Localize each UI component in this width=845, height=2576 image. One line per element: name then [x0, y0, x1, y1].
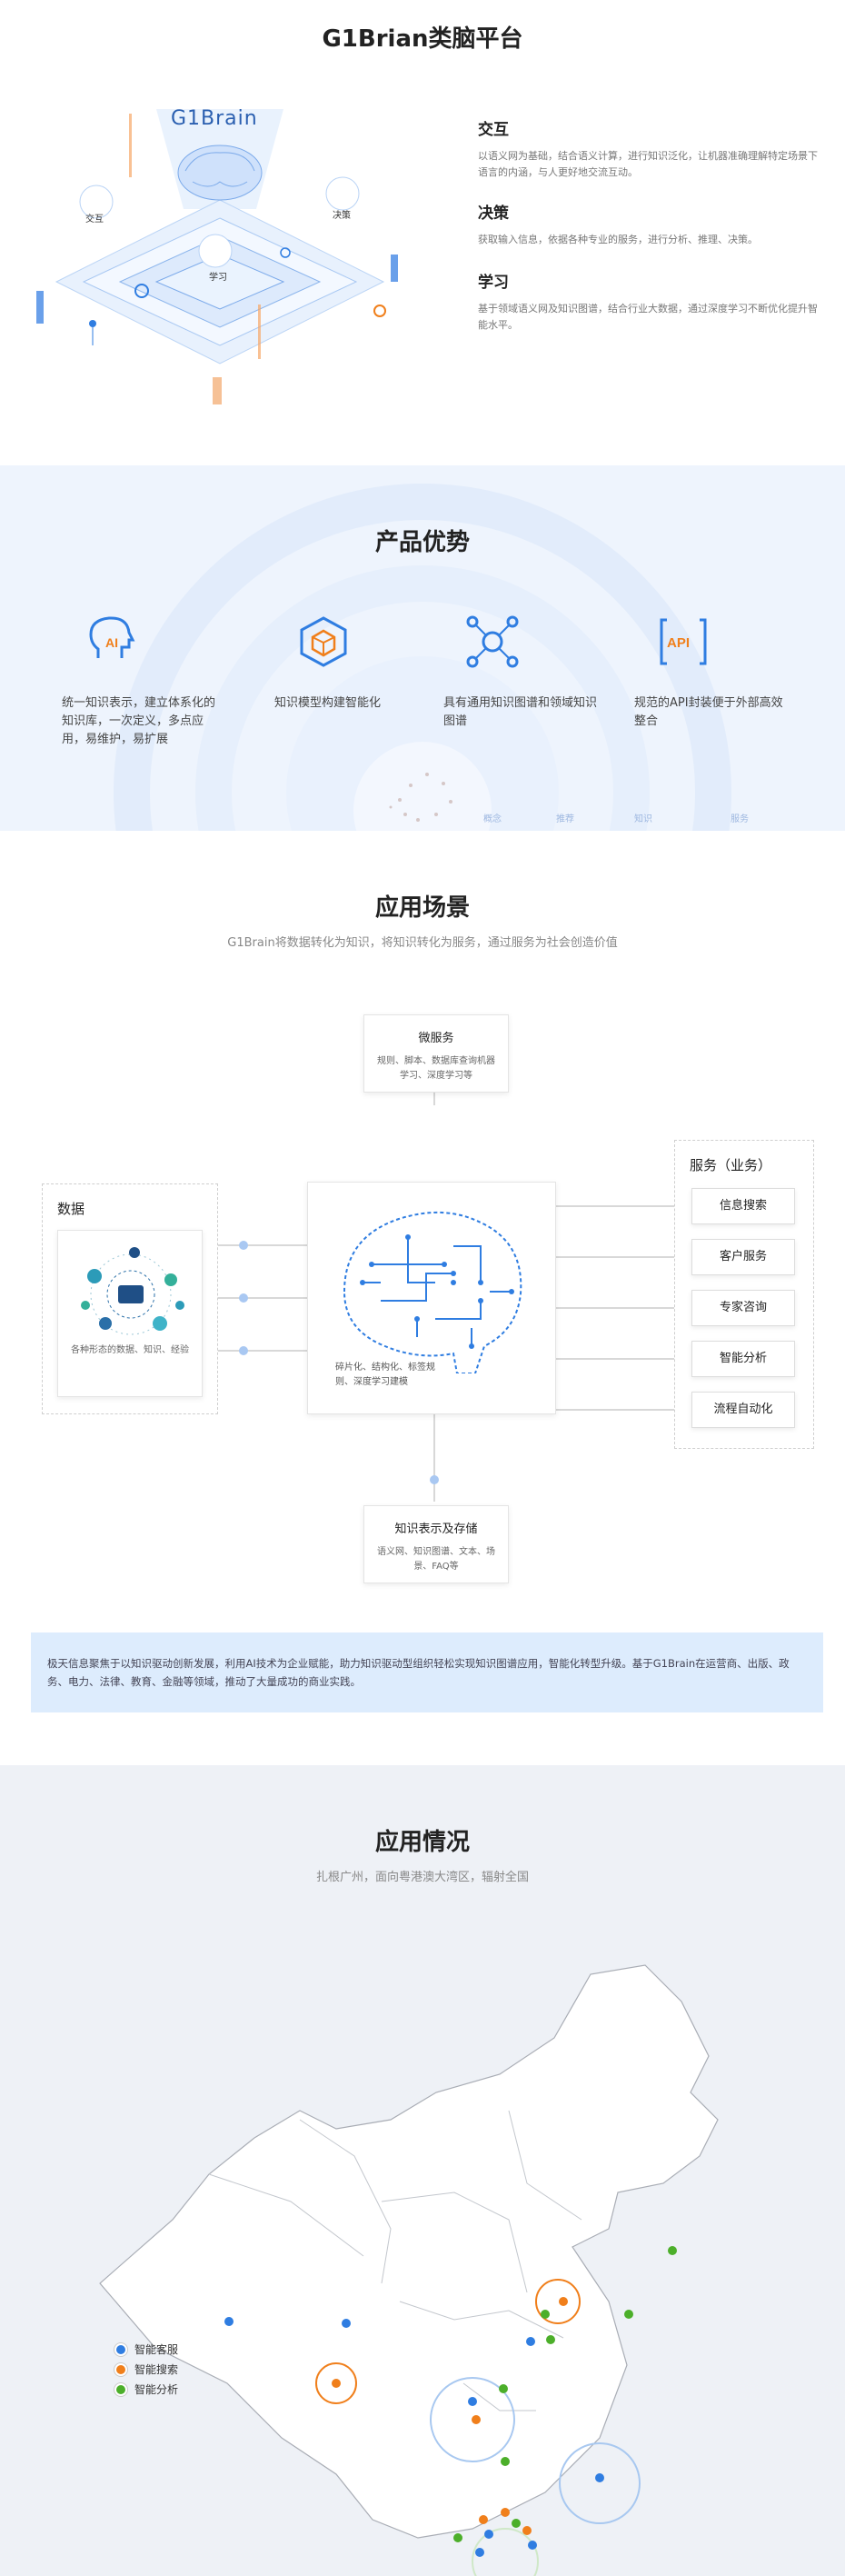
advantage-text: 统一知识表示，建立体系化的知识库，一次定义，多点应用，易维护，易扩展	[62, 696, 216, 746]
connector-dot	[430, 1475, 439, 1484]
scenarios-section: 应用场景 G1Brain将数据转化为知识，将知识转化为服务，通过服务为社会创造价…	[0, 831, 845, 1765]
advantage-text: 知识模型构建智能化	[274, 696, 382, 710]
legend-item: 智能搜索	[114, 2361, 178, 2377]
graph-nodes-icon	[466, 615, 519, 668]
logo-text: G1Brain	[171, 107, 258, 130]
legend-label: 智能客服	[134, 2343, 179, 2356]
advantages-title: 产品优势	[374, 529, 470, 556]
background-rings	[114, 484, 731, 831]
brain-platform-illustration	[36, 109, 398, 404]
advantage-text: 具有通用知识图谱和领域知识图谱	[443, 696, 598, 728]
legend-item: 智能分析	[114, 2381, 178, 2397]
storage-desc: 语义网、知识图谱、文本、场景、FAQ等	[377, 1547, 495, 1572]
api-icon: API	[660, 618, 707, 665]
connector	[218, 1297, 307, 1299]
connector	[556, 1307, 691, 1309]
connector	[218, 1244, 307, 1246]
advantage-item: 知识模型构建智能化	[274, 613, 429, 713]
services-panel: 服务（业务） 信息搜索 客户服务 专家咨询 智能分析 流程自动化	[674, 1140, 814, 1449]
bg-label: 服务	[731, 814, 749, 824]
map-dots	[224, 2246, 677, 2557]
microservice-title: 微服务	[418, 1032, 454, 1045]
advantage-text: 规范的API封装便于外部高效整合	[634, 696, 783, 728]
circuit-brain-icon	[343, 1211, 522, 1373]
data-label: 数据	[57, 1201, 85, 1217]
svg-text:AI: AI	[105, 635, 118, 650]
usage-title: 应用情况	[374, 1829, 470, 1856]
services-label: 服务（业务）	[690, 1157, 772, 1173]
connector-dot	[239, 1346, 248, 1355]
storage-title: 知识表示及存储	[394, 1523, 478, 1536]
connector	[556, 1256, 691, 1258]
svg-text:API: API	[667, 635, 690, 651]
legend-dot	[114, 2363, 127, 2376]
connector-dot	[239, 1241, 248, 1250]
data-source-card: 各种形态的数据、知识、经验	[57, 1230, 203, 1397]
scenarios-title: 应用场景	[374, 894, 470, 922]
usage-subtitle: 扎根广州，面向粤港澳大湾区，辐射全国	[315, 1871, 529, 1884]
feature-desc: 基于领域语义网及知识图谱，结合行业大数据，通过深度学习不断优化提升智能水平。	[478, 303, 818, 331]
brain-core-box: 碎片化、结构化、标签规则、深度学习建模	[307, 1182, 556, 1414]
connector	[556, 1205, 691, 1207]
advantage-item: 具有通用知识图谱和领域知识图谱	[443, 613, 598, 731]
data-network-icon	[81, 1247, 184, 1335]
advantage-item: AI 统一知识表示，建立体系化的知识库，一次定义，多点应用，易维护，易扩展	[62, 613, 216, 749]
cube-icon	[300, 616, 347, 667]
feature-title: 学习	[478, 274, 509, 292]
advantages-section: 产品优势 AI 统一知识表示，建立体系化的知识库，一次定义，多点应用，易维护，易…	[0, 465, 845, 831]
feature-desc: 以语义网为基础，结合语义计算，进行知识泛化，让机器准确理解特定场景下语言的内涵，…	[478, 150, 818, 178]
bg-label: 概念	[483, 814, 502, 824]
storage-box: 知识表示及存储 语义网、知识图谱、文本、场景、FAQ等	[363, 1505, 509, 1583]
feature-title: 交互	[478, 121, 509, 139]
data-caption: 各种形态的数据、知识、经验	[71, 1345, 189, 1355]
connector	[218, 1350, 307, 1352]
company-intro: 极天信息聚焦于以知识驱动创新发展，利用AI技术为企业赋能，助力知识驱动型组织轻松…	[31, 1632, 823, 1712]
legend-dot	[114, 2343, 127, 2356]
microservice-desc: 规则、脚本、数据库查询机器学习、深度学习等	[377, 1056, 495, 1081]
microservice-box: 微服务 规则、脚本、数据库查询机器学习、深度学习等	[363, 1014, 509, 1093]
legend-item: 智能客服	[114, 2341, 178, 2357]
connector-dot	[239, 1293, 248, 1303]
connector	[433, 1414, 435, 1502]
advantage-item: API 规范的API封装便于外部高效整合	[634, 613, 789, 731]
legend-dot	[114, 2383, 127, 2396]
china-map	[99, 1964, 719, 2576]
connector	[556, 1409, 691, 1411]
service-automation[interactable]: 流程自动化	[691, 1392, 795, 1428]
bg-label: 推荐	[556, 814, 574, 824]
ai-head-icon: AI	[89, 616, 135, 658]
scenarios-subtitle: G1Brain将数据转化为知识，将知识转化为服务，通过服务为社会创造价值	[227, 936, 618, 950]
brain-caption: 碎片化、结构化、标签规则、深度学习建模	[335, 1363, 435, 1387]
service-info-search[interactable]: 信息搜索	[691, 1188, 795, 1224]
platform-title: G1Brian类脑平台	[322, 25, 523, 53]
connector	[556, 1358, 691, 1360]
service-analysis[interactable]: 智能分析	[691, 1341, 795, 1377]
legend-label: 智能分析	[134, 2383, 179, 2396]
service-expert[interactable]: 专家咨询	[691, 1290, 795, 1326]
legend-label: 智能搜索	[134, 2363, 179, 2376]
feature-decide: 决策 获取输入信息，依据各种专业的服务，进行分析、推理、决策。	[478, 200, 823, 248]
usage-section: 应用情况 扎根广州，面向粤港澳大湾区，辐射全国 智能客服 智能搜索 智能分析	[0, 1765, 845, 2576]
feature-interact: 交互 以语义网为基础，结合语义计算，进行知识泛化，让机器准确理解特定场景下语言的…	[478, 116, 823, 181]
service-customer[interactable]: 客户服务	[691, 1239, 795, 1275]
illu-label-decide: 决策	[333, 211, 351, 221]
feature-title: 决策	[478, 205, 509, 223]
illu-label-learn: 学习	[209, 273, 227, 283]
feature-desc: 获取输入信息，依据各种专业的服务，进行分析、推理、决策。	[478, 234, 758, 245]
illu-label-interact: 交互	[85, 215, 104, 225]
bg-label: 知识	[634, 814, 652, 824]
feature-learn: 学习 基于领域语义网及知识图谱，结合行业大数据，通过深度学习不断优化提升智能水平…	[478, 269, 823, 334]
data-panel: 数据 各种形态的数据、知识、经验	[42, 1183, 218, 1414]
platform-section: G1Brian类脑平台	[0, 0, 845, 465]
